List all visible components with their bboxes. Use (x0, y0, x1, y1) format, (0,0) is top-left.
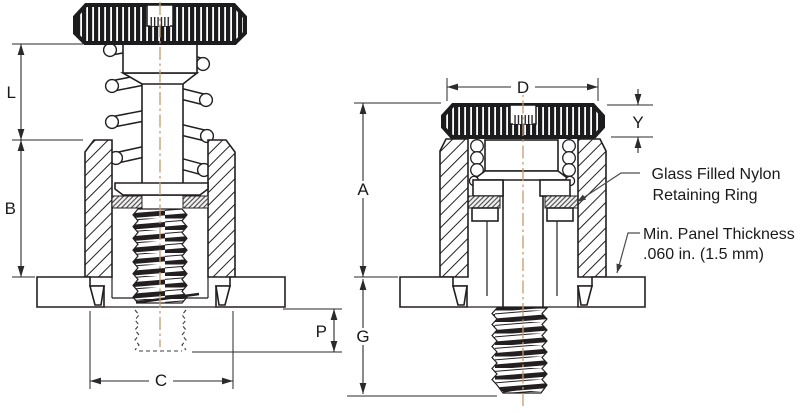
head-flare (470, 170, 573, 181)
compressed-spring (470, 139, 576, 177)
annotation-panel-thickness: Min. Panel Thickness .060 in. (1.5 mm) (643, 226, 795, 263)
dim-label-c: C (155, 371, 167, 390)
extended-view: L B C P (5, 2, 342, 390)
panel-installed (399, 276, 646, 308)
annotation-retaining-ring: Glass Filled Nylon Retaining Ring (652, 166, 781, 204)
clinch-foot-installed-left (451, 285, 468, 306)
leader-panel-thickness (616, 232, 640, 274)
body-wall-left (84, 139, 113, 278)
dimensions-extended: L B C P (5, 43, 342, 390)
dim-label-a: A (357, 180, 369, 199)
clinch-foot-installed-right (577, 285, 594, 306)
dim-label-l: L (7, 83, 16, 102)
screw-head (484, 139, 559, 172)
body-wall-installed-left (439, 138, 469, 278)
thread-tip-runout (502, 383, 546, 393)
annotation-retaining-ring-line2: Retaining Ring (653, 187, 758, 204)
annotation-panel-thickness-line1: Min. Panel Thickness (643, 226, 795, 243)
thumb-knob (73, 3, 247, 45)
retaining-ring-installed-right (544, 195, 579, 209)
installed-view: D Y A G (347, 78, 653, 406)
dim-label-p: P (316, 322, 327, 341)
screw-flange (114, 182, 209, 196)
dim-label-y: Y (632, 113, 643, 132)
panel (36, 276, 286, 308)
retaining-ring-installed-left (466, 195, 501, 209)
retaining-ring-right (182, 195, 209, 209)
retaining-ring-left (111, 195, 143, 209)
dim-label-d: D (517, 78, 529, 97)
thread-runout (135, 292, 200, 304)
body-wall-right (207, 139, 236, 278)
clinch-foot-left (88, 285, 105, 306)
clinch-foot-right (215, 285, 232, 306)
dim-label-b: B (5, 199, 16, 218)
leader-retaining-ring (576, 172, 640, 203)
dim-label-g: G (356, 327, 369, 346)
body-wall-installed-right (577, 138, 607, 278)
annotation-retaining-ring-line1: Glass Filled Nylon (652, 166, 781, 183)
dimensions-installed: D Y A G (347, 78, 653, 397)
slot-knurl-ticks (150, 17, 170, 26)
annotation-panel-thickness-line2: .060 in. (1.5 mm) (643, 246, 764, 263)
hidden-thread (134, 309, 187, 352)
thread-installed (491, 307, 549, 394)
